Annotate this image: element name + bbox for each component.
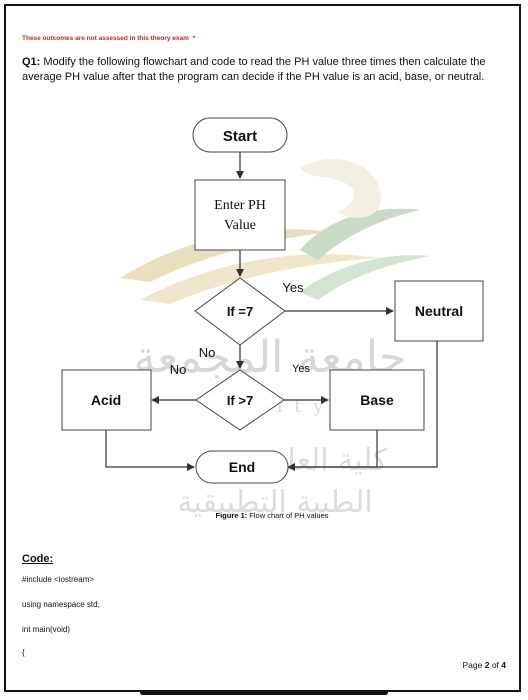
start-label: Start (223, 128, 257, 145)
start-terminal (192, 117, 288, 153)
assessment-notice: These outcomes are not assessed in this … (22, 35, 195, 42)
acid-box (61, 369, 152, 431)
page-current: 2 (484, 660, 490, 670)
notice-star: * (192, 35, 196, 42)
decision1-yes-label: Yes (282, 280, 304, 295)
decision-greater-7 (195, 369, 285, 431)
caption-prefix: Figure 1: (216, 511, 248, 520)
code-line-include: #include <iostream> (22, 575, 95, 584)
decision2-no-label: No (170, 362, 187, 377)
decision1-label: If =7 (227, 304, 253, 319)
arrow-neutral-to-end (290, 341, 438, 468)
code-line-namespace: using namespace std; (22, 600, 100, 609)
page-of: of (489, 660, 502, 670)
page-number: Page 2 of 4 (463, 660, 507, 670)
input-label-line1: Enter PH (214, 198, 266, 213)
code-heading: Code: (22, 553, 54, 565)
arrow-acid-to-end (105, 430, 195, 471)
caption-text: Flow chart of PH values (247, 511, 329, 520)
watermark-arabic-applied: الطبية التطبيقية (177, 485, 372, 520)
neutral-box (394, 280, 484, 342)
input-box (194, 179, 286, 251)
end-label: End (229, 459, 255, 475)
page-prefix: Page (462, 660, 485, 670)
question-number: Q1: (22, 56, 41, 68)
question-q1: Q1: Modify the following flowchart and c… (22, 55, 508, 85)
notice-text: These outcomes are not assessed in this … (22, 35, 189, 42)
watermark-logo (120, 159, 430, 304)
figure-caption: Figure 1: Flow chart of PH values (216, 511, 329, 520)
code-line-brace: { (22, 648, 25, 657)
code-line-main: int main(void) (22, 625, 71, 634)
decision2-yes-label: Yes (292, 363, 310, 375)
page-total: 4 (501, 660, 506, 670)
base-label: Base (360, 392, 394, 408)
acid-label: Acid (91, 392, 121, 408)
end-terminal (195, 450, 289, 484)
decision1-no-label: No (199, 345, 216, 360)
decision2-label: If >7 (227, 393, 253, 408)
base-box (329, 369, 425, 431)
question-text: Modify the following flowchart and code … (22, 56, 486, 83)
decision-equal-7 (194, 277, 286, 346)
input-label-line2: Value (224, 218, 256, 233)
home-indicator[interactable] (140, 690, 388, 695)
neutral-label: Neutral (415, 303, 463, 319)
